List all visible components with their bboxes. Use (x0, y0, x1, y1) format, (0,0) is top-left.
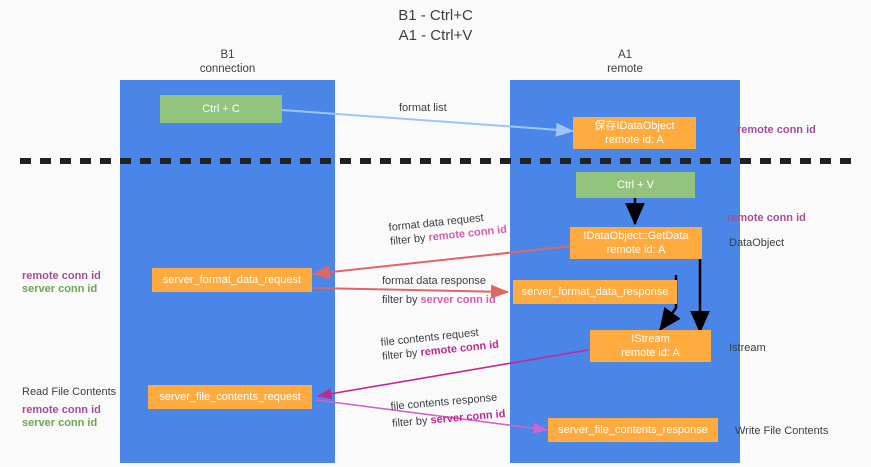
node-istream[interactable]: IStream remote id: A (590, 330, 711, 362)
annotation-mid-server-conn-id: server conn id (22, 282, 97, 296)
node-idataobject-getdata[interactable]: IDataObject::GetData remote id: A (570, 227, 702, 259)
node-idataobject-getdata-line1: IDataObject::GetData (583, 230, 689, 242)
edge-label-format-list-text: format list (399, 102, 447, 114)
node-ctrl-c[interactable]: Ctrl + C (160, 95, 282, 123)
node-server-file-contents-request[interactable]: server_file_contents_request (148, 385, 312, 409)
node-istream-line1: IStream (631, 333, 670, 345)
page-title: B1 - Ctrl+C A1 - Ctrl+V (0, 6, 871, 46)
lane-header-b1-sub: connection (199, 63, 256, 75)
node-server-format-data-response-label: server_format_data_response (521, 286, 669, 298)
edge-label-format-data-response-filter-prefix: filter by (382, 294, 421, 306)
node-server-format-data-response[interactable]: server_format_data_response (513, 280, 677, 304)
lane-header-a1-sub: remote (607, 63, 643, 75)
node-idataobject-getdata-line2: remote id: A (606, 244, 666, 256)
node-server-file-contents-response-label: server_file_contents_response (558, 424, 708, 436)
edge-label-file-contents-response: file contents response filter by server … (390, 390, 506, 431)
annotation-remote-conn-id-mid-text: remote conn id (727, 212, 806, 224)
annotation-mid-remote-conn-id: remote conn id (22, 269, 101, 283)
node-server-file-contents-request-label: server_file_contents_request (159, 391, 301, 403)
annotation-data-object-text: DataObject (729, 237, 785, 249)
edge-label-format-data-response-title: format data response (382, 275, 486, 287)
edge-label-format-data-response: format data response filter by server co… (382, 274, 496, 307)
edge-label-format-list: format list (399, 101, 447, 115)
annotation-write-file-contents-text: Write File Contents (735, 425, 829, 437)
edge-label-format-data-response-filter-key: server conn id (420, 294, 496, 306)
edge-label-file-contents-request: file contents request filter by remote c… (380, 324, 500, 364)
node-server-file-contents-response[interactable]: server_file_contents_response (548, 418, 718, 442)
annotation-mid-server-conn-id-text: server conn id (22, 283, 98, 295)
annotation-remote-conn-id-mid: remote conn id (727, 211, 806, 225)
node-server-format-data-request[interactable]: server_format_data_request (152, 268, 312, 292)
annotation-bottom-server-conn-id-text: server conn id (22, 417, 98, 429)
lane-header-b1: B1 connection (120, 48, 335, 76)
annotation-bottom-server-conn-id: server conn id (22, 416, 97, 430)
annotation-bottom-remote-conn-id: remote conn id (22, 403, 101, 417)
annotation-write-file-contents: Write File Contents (735, 424, 828, 438)
lane-header-a1-name: A1 (617, 49, 633, 61)
edge-label-file-contents-response-filter-key: server conn id (429, 408, 506, 427)
annotation-mid-remote-conn-id-text: remote conn id (22, 270, 101, 282)
annotation-data-object: DataObject (729, 236, 784, 250)
edge-label-file-contents-response-filter-prefix: filter by (391, 414, 431, 430)
node-ctrl-v-line1: Ctrl + V (617, 179, 654, 191)
node-ctrl-v[interactable]: Ctrl + V (576, 172, 695, 198)
edge-label-file-contents-request-filter-prefix: filter by (381, 346, 422, 363)
annotation-istream: Istream (729, 341, 766, 355)
title-line-1: B1 - Ctrl+C (398, 7, 473, 24)
annotation-read-file-contents-text: Read File Contents (22, 386, 117, 398)
annotation-remote-conn-id-top: remote conn id (737, 123, 816, 137)
lane-header-a1: A1 remote (510, 48, 740, 76)
node-istream-line2: remote id: A (621, 347, 680, 359)
title-line-2: A1 - Ctrl+V (398, 27, 473, 44)
node-save-idataobject-line1: 保存IDataObject (594, 120, 675, 132)
annotation-istream-text: Istream (729, 342, 766, 354)
annotation-bottom-remote-conn-id-text: remote conn id (22, 404, 101, 416)
node-ctrl-c-line1: Ctrl + C (202, 103, 240, 115)
edge-label-format-data-request: format data request filter by remote con… (388, 209, 508, 249)
node-save-idataobject-line2: remote id: A (605, 134, 664, 146)
annotation-read-file-contents: Read File Contents (22, 385, 116, 399)
node-server-format-data-request-label: server_format_data_request (162, 274, 302, 286)
edge-label-format-data-request-filter-prefix: filter by (389, 231, 430, 248)
annotation-remote-conn-id-top-text: remote conn id (737, 124, 816, 136)
node-save-idataobject[interactable]: 保存IDataObject remote id: A (573, 117, 696, 149)
lane-header-b1-name: B1 (220, 49, 235, 61)
